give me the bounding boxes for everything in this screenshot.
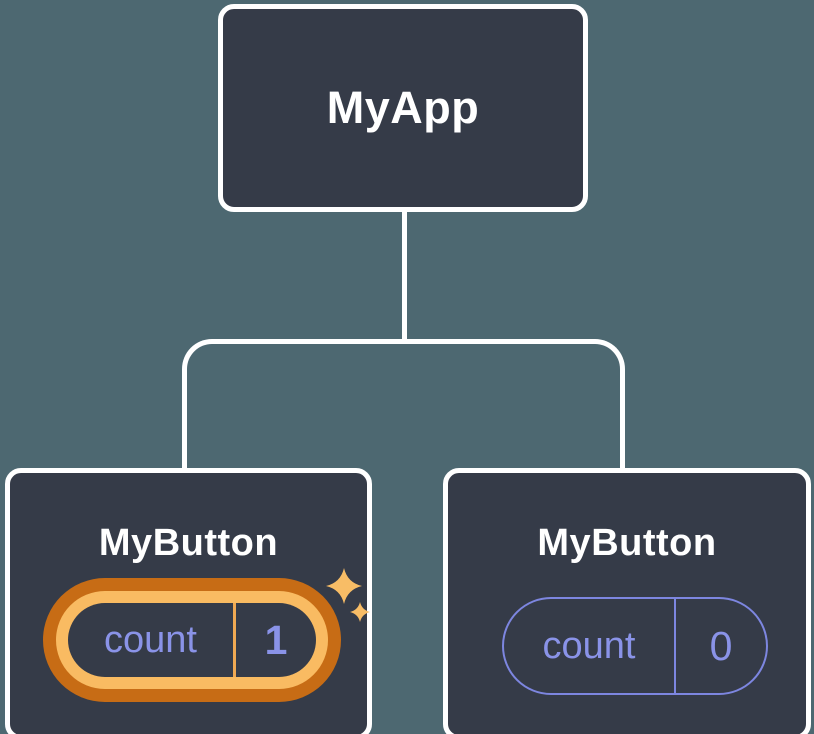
state-value: 1: [264, 616, 288, 663]
node-mybutton-plain: MyButton count 0: [443, 468, 811, 734]
state-pill-divider: [674, 599, 676, 693]
connector-bracket: [182, 339, 625, 470]
state-name: count: [542, 624, 636, 667]
state-pill: count 0: [502, 597, 768, 695]
node-mybutton-highlighted: MyButton count 1: [5, 468, 372, 734]
node-mybutton-plain-label: MyButton: [537, 522, 717, 564]
node-mybutton-highlighted-label: MyButton: [98, 522, 279, 564]
node-myapp-label: MyApp: [326, 82, 480, 133]
connector-stem: [402, 210, 407, 344]
sparkles-icon: [326, 568, 370, 622]
state-pill-highlighted: count 1: [68, 603, 316, 677]
state-name: count: [104, 618, 197, 661]
node-myapp: MyApp: [218, 4, 588, 212]
state-value: 0: [709, 622, 733, 669]
state-pill-divider: [233, 603, 236, 677]
